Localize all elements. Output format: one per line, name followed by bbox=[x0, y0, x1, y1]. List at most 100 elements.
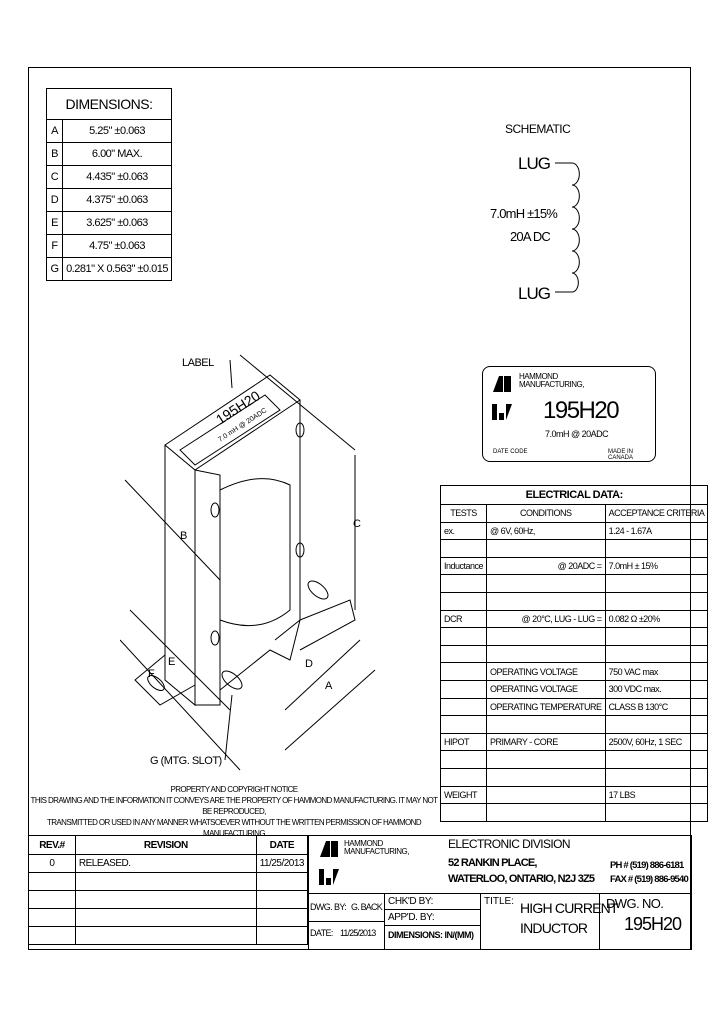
electrical-row bbox=[439, 591, 709, 611]
electrical-test bbox=[439, 697, 488, 717]
chkd-by-label: CHK'D BY: bbox=[388, 896, 433, 907]
revision-description bbox=[74, 890, 257, 909]
electrical-criteria: 750 VAC max bbox=[604, 662, 709, 681]
revision-number bbox=[28, 908, 76, 927]
dimension-key: A bbox=[45, 119, 64, 143]
electrical-condition bbox=[486, 574, 606, 593]
nameplate-rating: 7.0mH @ 20ADC bbox=[545, 429, 609, 439]
dimension-value: 3.625" ±0.063 bbox=[62, 211, 172, 235]
dimension-key: F bbox=[45, 234, 64, 258]
dimension-value: 4.375" ±0.063 bbox=[62, 188, 172, 212]
revision-row bbox=[28, 926, 309, 945]
revision-number: 0 bbox=[28, 854, 76, 873]
date: 11/25/2013 bbox=[340, 928, 376, 938]
schematic-current: 20A DC bbox=[510, 229, 551, 244]
electrical-criteria bbox=[604, 627, 709, 646]
address-line-2: WATERLOO, ONTARIO, N2J 3Z5 bbox=[448, 873, 595, 885]
electrical-test bbox=[439, 539, 488, 558]
electrical-criteria bbox=[604, 767, 709, 787]
title-line-2: INDUCTOR bbox=[520, 920, 588, 936]
revision-number bbox=[28, 890, 76, 909]
titleblock-company-1: HAMMOND bbox=[344, 839, 383, 848]
electrical-row bbox=[439, 627, 709, 646]
label-plate bbox=[179, 394, 281, 466]
electrical-criteria: 1.24 - 1.67A bbox=[604, 521, 709, 541]
electrical-condition: @ 20ADC = bbox=[486, 556, 606, 576]
mounting-slot-callout: G (MTG. SLOT) bbox=[150, 755, 222, 767]
electrical-criteria bbox=[604, 715, 709, 734]
revision-row bbox=[28, 872, 309, 891]
revision-description bbox=[74, 926, 257, 945]
revision-date: 11/25/2013 bbox=[255, 854, 309, 873]
dimension-value: 0.281" X 0.563" ±0.015 bbox=[62, 257, 172, 281]
dimension-key: E bbox=[45, 211, 64, 235]
division: ELECTRONIC DIVISION bbox=[448, 837, 571, 851]
electrical-test bbox=[439, 644, 488, 664]
nameplate-date-code: DATE CODE bbox=[493, 449, 528, 455]
electrical-row bbox=[439, 644, 709, 664]
electrical-condition bbox=[486, 627, 606, 646]
revision-row bbox=[28, 890, 309, 909]
fax: FAX # (519) 886-9540 bbox=[610, 874, 689, 885]
phone: PH # (519) 886-6181 bbox=[610, 860, 684, 871]
hammond-logo-icon bbox=[320, 841, 338, 857]
nameplate-made-in: MADE IN CANADA bbox=[608, 449, 634, 461]
dimension-value: 4.435" ±0.063 bbox=[62, 165, 172, 189]
rev-header-number: REV.# bbox=[28, 835, 76, 855]
electrical-test bbox=[439, 662, 488, 681]
hammond-w-logo-icon bbox=[492, 404, 512, 420]
dimension-value: 4.75" ±0.063 bbox=[62, 234, 172, 258]
dwg-no-cell bbox=[599, 893, 692, 950]
electrical-condition bbox=[486, 644, 606, 664]
electrical-criteria bbox=[604, 574, 709, 593]
revision-row bbox=[28, 908, 309, 927]
header-acceptance: ACCEPTANCE CRITERIA bbox=[604, 504, 709, 523]
dimension-key: G bbox=[45, 257, 64, 281]
electrical-test bbox=[439, 679, 488, 699]
notice-line-1: THIS DRAWING AND THE INFORMATION IT CONV… bbox=[30, 796, 438, 816]
copyright-notice: PROPERTY AND COPYRIGHT NOTICE THIS DRAWI… bbox=[30, 784, 438, 839]
appd-by-label: APP'D. BY: bbox=[388, 912, 435, 923]
electrical-condition bbox=[486, 591, 606, 611]
revision-number bbox=[28, 872, 76, 891]
notice-line-2: TRANSMITTED OR USED IN ANY MANNER WHATSO… bbox=[46, 818, 422, 838]
electrical-criteria bbox=[604, 750, 709, 769]
electrical-row: DCR@ 20°C, LUG - LUG =0.082 Ω ±20% bbox=[439, 609, 709, 629]
notice-title: PROPERTY AND COPYRIGHT NOTICE bbox=[170, 785, 298, 794]
revision-number bbox=[28, 926, 76, 945]
electrical-row bbox=[439, 715, 709, 734]
revision-description bbox=[74, 908, 257, 927]
electrical-criteria: CLASS B 130°C bbox=[604, 697, 709, 717]
dimension-value: 6.00" MAX. bbox=[62, 142, 172, 166]
electrical-test: WEIGHT bbox=[439, 785, 488, 805]
electrical-condition: @ 6V, 60Hz, bbox=[486, 521, 606, 541]
electrical-criteria: 7.0mH ± 15% bbox=[604, 556, 709, 576]
nameplate-company-1: HAMMOND bbox=[519, 372, 558, 381]
schematic-title: SCHEMATIC bbox=[505, 122, 571, 136]
electrical-condition: OPERATING VOLTAGE bbox=[486, 662, 606, 681]
dimensions-title: DIMENSIONS: bbox=[46, 88, 172, 120]
dim-letter-a: A bbox=[325, 680, 333, 692]
dimension-key: B bbox=[45, 142, 64, 166]
header-conditions: CONDITIONS bbox=[486, 504, 606, 523]
electrical-criteria: 2500V, 60Hz, 1 SEC bbox=[604, 732, 709, 752]
dwg-no: 195H20 bbox=[624, 914, 682, 934]
label-callout: LABEL bbox=[182, 357, 214, 369]
electrical-condition bbox=[486, 715, 606, 734]
electrical-test: HIPOT bbox=[439, 732, 488, 752]
dim-letter-c: C bbox=[353, 518, 361, 530]
inductor-isometric-drawing: 195H20 7.0 mH @ 20ADC bbox=[120, 354, 376, 771]
date-label: DATE: bbox=[310, 928, 333, 938]
electrical-title: ELECTRICAL DATA: bbox=[439, 485, 709, 505]
electrical-condition bbox=[486, 539, 606, 558]
dim-letter-d: D bbox=[305, 658, 313, 670]
dwg-no-label: DWG. NO. bbox=[606, 896, 664, 911]
